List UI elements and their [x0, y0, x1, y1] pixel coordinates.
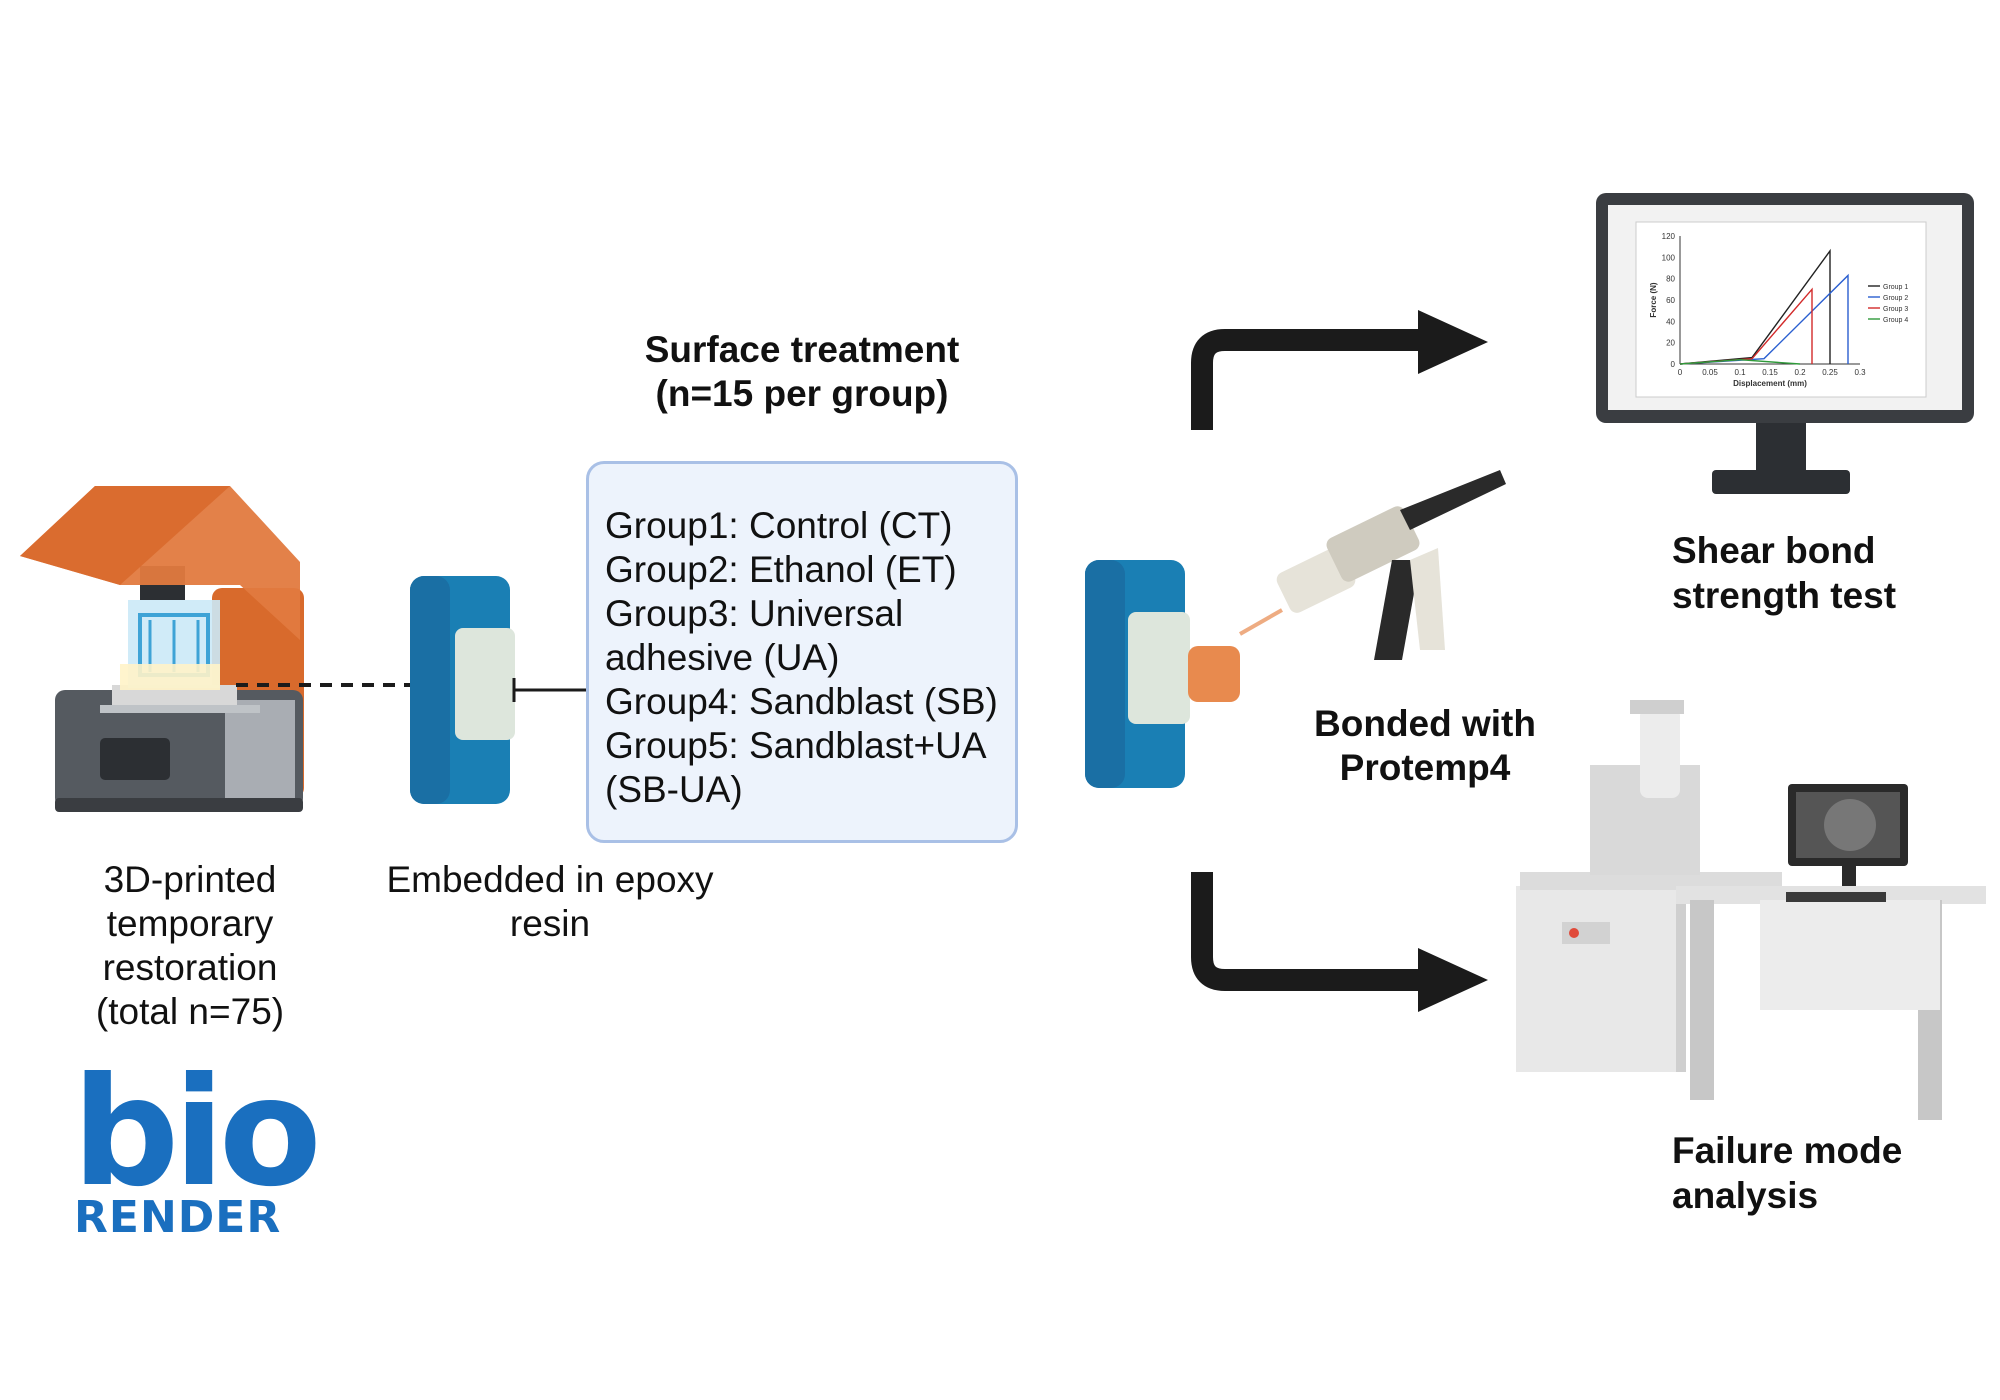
arrow-to-failure-analysis [1191, 872, 1420, 991]
chart-legend-label: Group 1 [1883, 284, 1908, 291]
chart-y-tick-label: 100 [1662, 253, 1676, 262]
biorender-logo-bottom: RENDER [74, 1192, 282, 1243]
failure-analysis-label: Failure mode analysis [1672, 1128, 1972, 1218]
chart-x-tick-label: 0 [1678, 368, 1683, 377]
3d-printer-icon [20, 486, 304, 812]
bonding-label-line: Bonded with [1314, 703, 1536, 744]
chart-y-tick-label: 120 [1662, 232, 1676, 241]
bonding-label: Bonded with Protemp4 [1290, 702, 1560, 790]
arrow-to-shear-test [1191, 329, 1420, 430]
chart-x-label: Displacement (mm) [1733, 379, 1807, 388]
chart-x-tick-label: 0.2 [1794, 368, 1806, 377]
chart-x-tick-label: 0.15 [1762, 368, 1778, 377]
printer-label-line: temporary [106, 903, 274, 944]
chart-y-tick-label: 60 [1666, 296, 1675, 305]
printer-label: 3D-printed temporary restoration (total … [70, 858, 310, 1034]
treatment-title-line: (n=15 per group) [655, 373, 949, 414]
failure-analysis-label-line: analysis [1672, 1175, 1819, 1216]
embedding-label-line: Embedded in epoxy [386, 859, 714, 900]
chart-y-tick-label: 0 [1671, 360, 1676, 369]
chart-legend-label: Group 4 [1883, 317, 1908, 324]
epoxy-block-icon [410, 576, 515, 804]
chart-y-tick-label: 80 [1666, 275, 1675, 284]
chart-x-tick-label: 0.3 [1854, 368, 1866, 377]
biorender-logo-top: bio [72, 1046, 322, 1220]
shear-test-label-line: strength test [1672, 575, 1897, 616]
dispensing-gun-icon [1239, 470, 1506, 660]
chart-y-tick-label: 20 [1666, 339, 1675, 348]
embedding-label-line: resin [509, 903, 591, 944]
chart-x-tick-label: 0.05 [1702, 368, 1718, 377]
chart-x-tick-label: 0.1 [1734, 368, 1746, 377]
shear-test-label: Shear bond strength test [1672, 528, 1972, 618]
bonded-block-icon [1085, 560, 1240, 788]
treatment-groups-text: Group1: Control (CT) Group2: Ethanol (ET… [605, 505, 998, 810]
shear-test-label-line: Shear bond [1672, 530, 1876, 571]
bonding-label-line: Protemp4 [1339, 747, 1511, 788]
printer-label-line: 3D-printed [103, 859, 277, 900]
chart-series-line [1679, 359, 1801, 365]
chart-legend-label: Group 3 [1883, 306, 1908, 313]
chart-y-tick-label: 40 [1666, 317, 1675, 326]
monitor-icon [1596, 193, 1974, 494]
shear-force-chart: 0 0.05 0.1 0.15 0.2 0.25 0.3 0 20 40 60 80 100 120Dis… [1649, 232, 1908, 388]
chart-x-tick-label: 0.25 [1822, 368, 1838, 377]
printer-label-line: restoration [102, 947, 278, 988]
sem-microscope-icon [1516, 700, 1986, 1120]
printer-label-line: (total n=75) [95, 991, 285, 1032]
treatment-groups-box: Group1: Control (CT) Group2: Ethanol (ET… [586, 461, 1018, 843]
chart-y-label: Force (N) [1649, 282, 1658, 317]
failure-analysis-label-line: Failure mode [1672, 1130, 1903, 1171]
embedding-label: Embedded in epoxy resin [360, 858, 740, 946]
treatment-title-line: Surface treatment [644, 329, 960, 370]
treatment-title: Surface treatment (n=15 per group) [586, 328, 1018, 416]
chart-legend-label: Group 2 [1883, 295, 1908, 302]
